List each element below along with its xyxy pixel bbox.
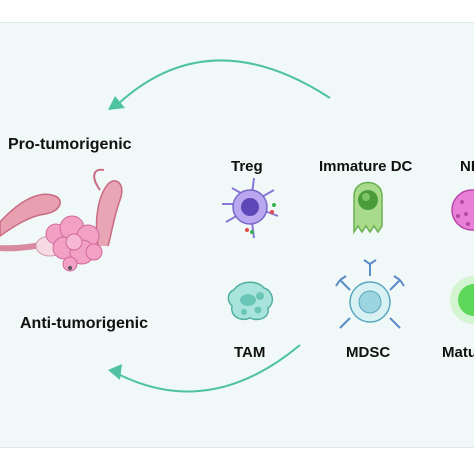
mature-label: Matu — [442, 344, 474, 361]
anti-tumorigenic-label: Anti-tumorigenic — [20, 315, 148, 332]
mdsc-cell-icon — [335, 259, 405, 329]
ovary-tumor-icon — [0, 168, 123, 272]
pro-tumorigenic-label: Pro-tumorigenic — [8, 136, 132, 153]
mdsc-label: MDSC — [346, 344, 391, 361]
immature-dc-cell-icon — [353, 181, 383, 235]
tam-cell-icon — [227, 281, 274, 321]
immature-dc-label: Immature DC — [319, 158, 413, 175]
curved-arrow-icon — [108, 59, 331, 110]
nk-label: NK — [460, 158, 474, 175]
curved-arrow-icon — [108, 344, 301, 393]
nk-cell-icon — [451, 189, 474, 231]
mature-cell-icon — [450, 276, 474, 324]
treg-label: Treg — [231, 158, 263, 175]
treg-cell-icon — [222, 177, 279, 239]
tam-label: TAM — [234, 344, 266, 361]
